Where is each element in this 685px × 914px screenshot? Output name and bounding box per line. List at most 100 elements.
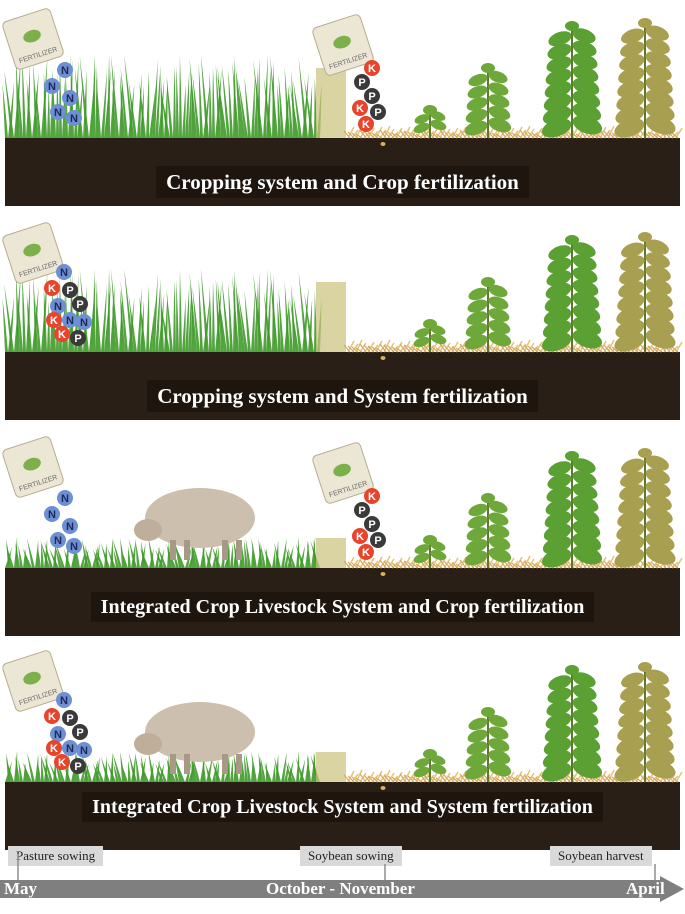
pellet-n xyxy=(57,490,73,506)
soybean-stage-2 xyxy=(464,493,512,568)
soybean-stage-2 xyxy=(464,277,512,352)
svg-text:K: K xyxy=(50,315,58,327)
pellet-n xyxy=(50,104,66,120)
svg-text:N: N xyxy=(54,301,62,313)
panel-title: Cropping system and System fertilization xyxy=(0,380,685,412)
pellet-p xyxy=(70,330,86,346)
pellet-n xyxy=(50,298,66,314)
tag-pasture-sowing: Pasture sowing xyxy=(8,846,104,866)
soybean-stage-2 xyxy=(464,63,512,138)
svg-text:N: N xyxy=(61,493,69,505)
pellet-p xyxy=(72,724,88,740)
soybean-stage-4 xyxy=(614,662,676,782)
pellet-n xyxy=(62,740,78,756)
pellet-k xyxy=(352,528,368,544)
fertilizer-bag-icon: FERTILIZER xyxy=(2,222,64,284)
month-end: April xyxy=(626,879,665,898)
svg-text:P: P xyxy=(374,107,381,119)
pellet-k xyxy=(358,544,374,560)
pellet-k xyxy=(54,754,70,770)
pellet-n xyxy=(66,110,82,126)
desiccated-pasture xyxy=(316,752,346,782)
sheep-icon xyxy=(134,702,255,774)
pellet-p xyxy=(70,758,86,774)
pellet-k xyxy=(364,60,380,76)
pellet-p xyxy=(364,88,380,104)
panel-title-text: Integrated Crop Livestock System and Cro… xyxy=(90,592,595,622)
pellet-k xyxy=(46,740,62,756)
pellet-n xyxy=(76,314,92,330)
desiccated-pasture xyxy=(316,68,346,138)
pellet-n xyxy=(76,742,92,758)
soybean-stage-4 xyxy=(614,232,676,352)
soybean-stage-3 xyxy=(541,21,603,138)
svg-text:N: N xyxy=(66,521,74,533)
pellet-n xyxy=(56,264,72,280)
soybean-stage-3 xyxy=(541,665,603,782)
svg-text:K: K xyxy=(48,283,56,295)
pellet-n xyxy=(62,518,78,534)
pellet-n xyxy=(62,90,78,106)
svg-text:P: P xyxy=(358,77,365,89)
svg-text:K: K xyxy=(50,743,58,755)
pellet-n xyxy=(62,312,78,328)
seed xyxy=(380,142,386,146)
tag-soybean-harvest: Soybean harvest xyxy=(550,846,652,866)
svg-text:P: P xyxy=(74,761,81,773)
pellet-p xyxy=(354,74,370,90)
pellet-k xyxy=(44,708,60,724)
pellet-n xyxy=(50,726,66,742)
svg-text:N: N xyxy=(66,315,74,327)
svg-text:P: P xyxy=(66,285,73,297)
svg-text:K: K xyxy=(356,103,364,115)
svg-text:K: K xyxy=(58,329,66,341)
fertilizer-bag-icon: FERTILIZER xyxy=(312,442,374,504)
desiccated-pasture xyxy=(316,538,346,568)
svg-text:N: N xyxy=(66,743,74,755)
soybean-stage-2 xyxy=(464,707,512,782)
soybean-stage-3 xyxy=(541,235,603,352)
svg-text:K: K xyxy=(58,757,66,769)
soybean-stage-3 xyxy=(541,451,603,568)
fertilizer-bag-icon: FERTILIZER xyxy=(2,436,64,498)
desiccated-pasture xyxy=(316,282,346,352)
svg-text:N: N xyxy=(70,541,78,553)
month-middle: October - November xyxy=(266,879,415,898)
svg-text:N: N xyxy=(48,81,56,93)
fertilizer-bag-icon: FERTILIZER xyxy=(2,8,64,70)
pellet-n xyxy=(56,692,72,708)
svg-text:N: N xyxy=(54,729,62,741)
svg-text:P: P xyxy=(74,333,81,345)
svg-text:K: K xyxy=(48,711,56,723)
soybean-stage-1 xyxy=(413,749,447,782)
timeline-arrow xyxy=(0,854,684,902)
soybean-stage-4 xyxy=(614,448,676,568)
pellet-n xyxy=(57,62,73,78)
svg-text:P: P xyxy=(368,91,375,103)
soybean-stage-1 xyxy=(413,319,447,352)
pellet-p xyxy=(370,532,386,548)
pellet-k xyxy=(54,326,70,342)
svg-text:K: K xyxy=(362,119,370,131)
svg-text:P: P xyxy=(66,713,73,725)
svg-text:N: N xyxy=(66,93,74,105)
pellet-n xyxy=(66,538,82,554)
svg-text:N: N xyxy=(54,107,62,119)
tag-soybean-sowing: Soybean sowing xyxy=(300,846,402,866)
pellet-k xyxy=(358,116,374,132)
svg-text:N: N xyxy=(80,317,88,329)
svg-text:K: K xyxy=(368,491,376,503)
pellet-p xyxy=(354,502,370,518)
pellet-p xyxy=(62,710,78,726)
panel-title: Cropping system and Crop fertilization xyxy=(0,166,685,198)
pellet-k xyxy=(352,100,368,116)
fertilizer-bag-icon: FERTILIZER xyxy=(312,14,374,76)
